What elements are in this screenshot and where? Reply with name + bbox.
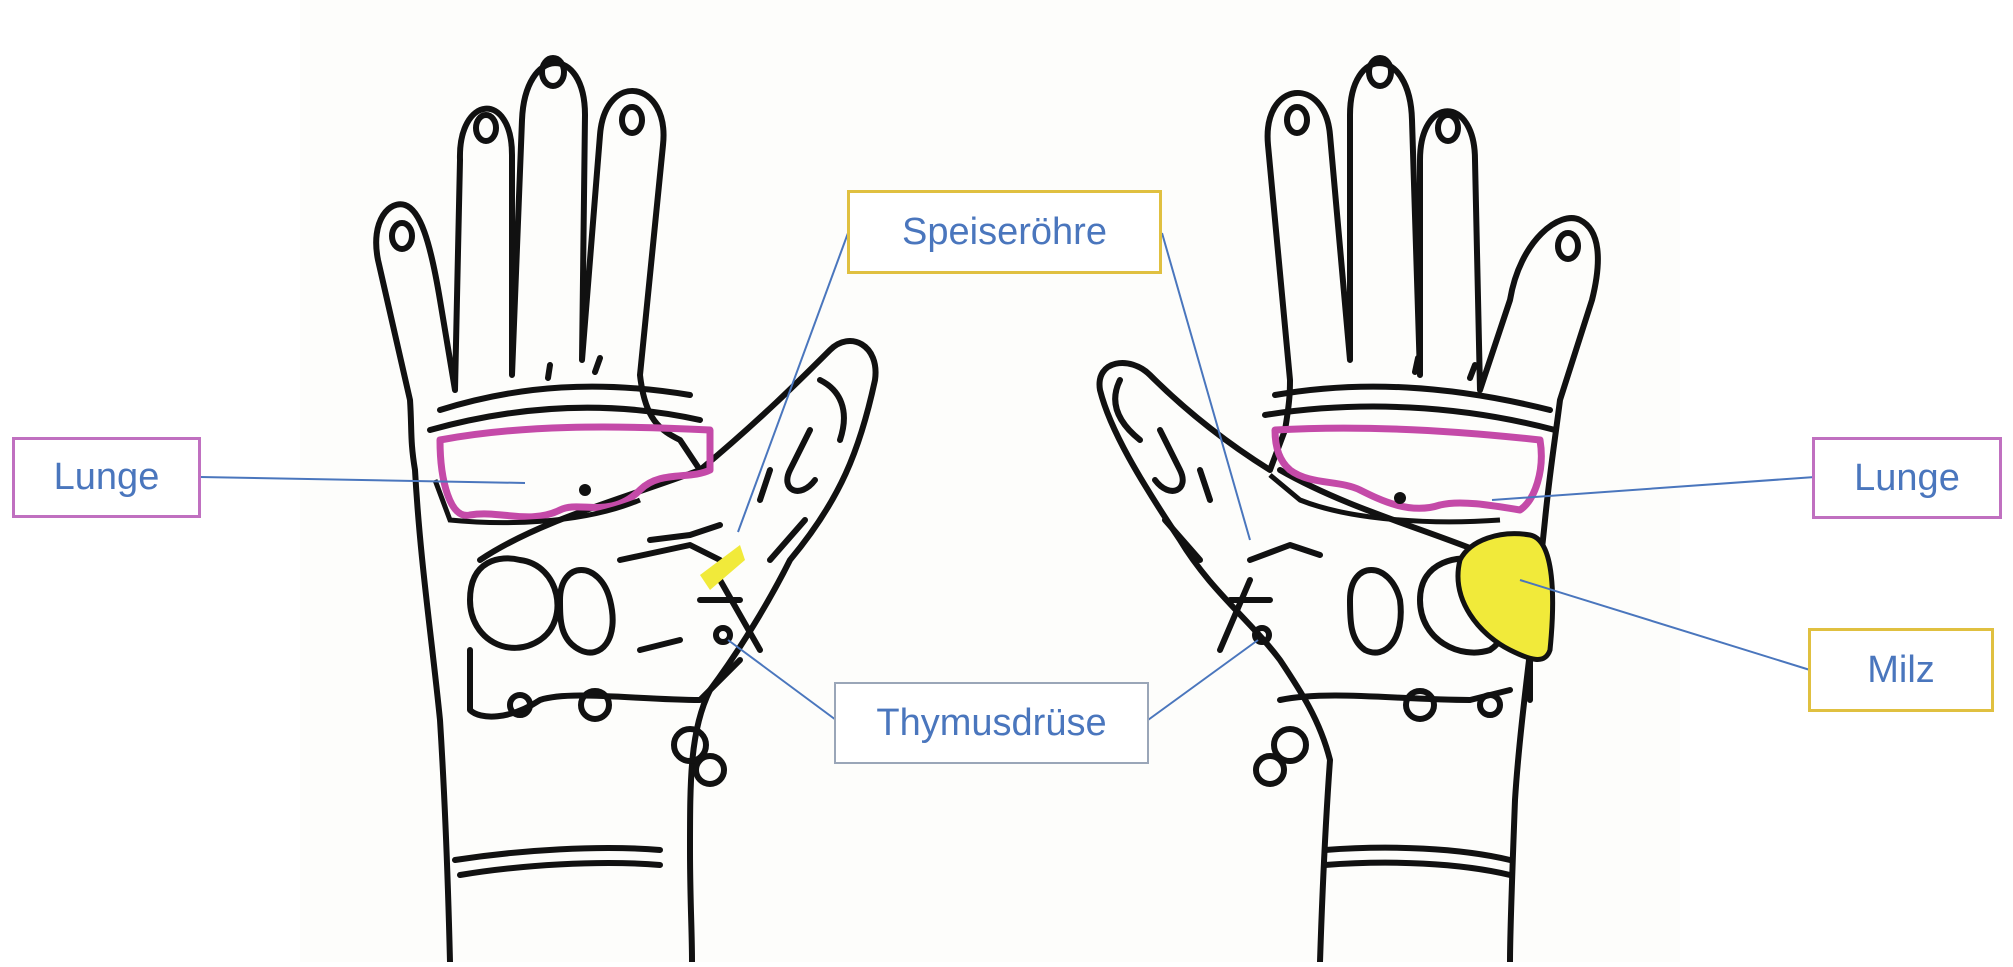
left-sun-mark [579,484,591,496]
label-thymusdruese: Thymusdrüse [834,682,1149,764]
label-lunge-left: Lunge [12,437,201,518]
label-milz: Milz [1808,628,1994,712]
label-lunge-right: Lunge [1812,437,2002,519]
label-speiseroehre: Speiseröhre [847,190,1162,274]
right-sun-mark [1394,492,1406,504]
